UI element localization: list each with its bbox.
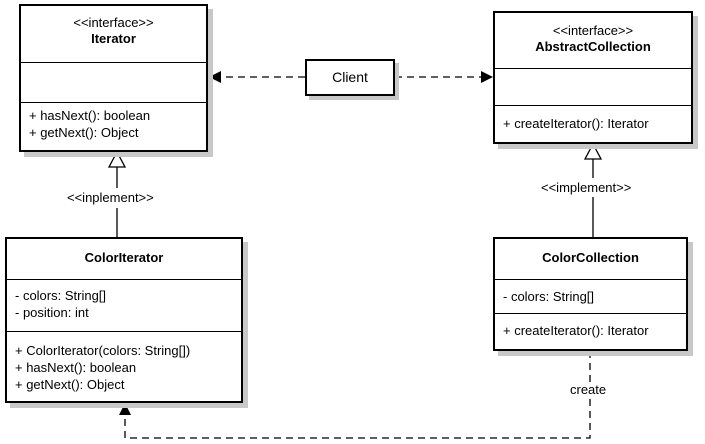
inplement-label: <<inplement>>	[67, 190, 154, 206]
iterator-attributes	[21, 62, 206, 102]
coloriterator-attributes: - colors: String[] - position: int	[7, 279, 241, 331]
iterator-methods: + hasNext(): boolean + getNext(): Object	[21, 102, 206, 141]
abstractcollection-header: <<interface>> AbstractCollection	[495, 13, 691, 68]
abstractcollection-method: + createIterator(): Iterator	[503, 116, 649, 131]
colorcollection-attributes: - colors: String[]	[495, 279, 686, 313]
colorcollection-name: ColorCollection	[542, 250, 639, 265]
iterator-stereotype: <<interface>>	[73, 15, 154, 30]
colorcollection-method: + createIterator(): Iterator	[503, 323, 649, 338]
iterator-header: <<interface>> Iterator	[21, 6, 206, 62]
create-arrowhead	[119, 403, 131, 415]
abstractcollection-attributes	[495, 68, 691, 105]
client-to-iterator-arrowhead	[209, 71, 221, 83]
colorcollection-class-box[interactable]: ColorCollection - colors: String[] + cre…	[493, 237, 688, 351]
colorcollection-header: ColorCollection	[495, 239, 686, 279]
coloriterator-methods: + ColorIterator(colors: String[]) + hasN…	[7, 331, 241, 393]
iterator-method: + getNext(): Object	[29, 125, 139, 140]
create-label: create	[568, 382, 609, 398]
iterator-method: + hasNext(): boolean	[29, 108, 151, 123]
coloriterator-method: + hasNext(): boolean	[15, 360, 137, 375]
coloriterator-method: + ColorIterator(colors: String[])	[15, 343, 191, 358]
client-name: Client	[332, 69, 368, 85]
colorcollection-realization-triangle	[583, 142, 603, 160]
coloriterator-attribute: - colors: String[]	[15, 288, 107, 303]
implement-label: <<implement>>	[541, 180, 632, 196]
abstractcollection-methods: + createIterator(): Iterator	[495, 105, 691, 132]
coloriterator-attribute: - position: int	[15, 305, 89, 320]
coloriterator-class-box[interactable]: ColorIterator - colors: String[] - posit…	[5, 237, 243, 403]
create-dependency-line	[124, 351, 591, 439]
abstractcollection-stereotype: <<interface>>	[552, 23, 634, 38]
colorcollection-attribute: - colors: String[]	[503, 289, 595, 304]
abstractcollection-interface-box[interactable]: <<interface>> AbstractCollection + creat…	[493, 11, 693, 144]
coloriterator-header: ColorIterator	[7, 239, 241, 279]
abstractcollection-name: AbstractCollection	[535, 39, 651, 54]
client-to-collection-arrowhead	[481, 71, 493, 83]
coloriterator-realization-triangle	[107, 150, 127, 168]
iterator-interface-box[interactable]: <<interface>> Iterator + hasNext(): bool…	[19, 4, 208, 152]
coloriterator-method: + getNext(): Object	[15, 377, 125, 392]
client-box[interactable]: Client	[305, 59, 395, 96]
coloriterator-name: ColorIterator	[84, 250, 164, 265]
iterator-name: Iterator	[91, 31, 136, 46]
colorcollection-methods: + createIterator(): Iterator	[495, 313, 686, 339]
